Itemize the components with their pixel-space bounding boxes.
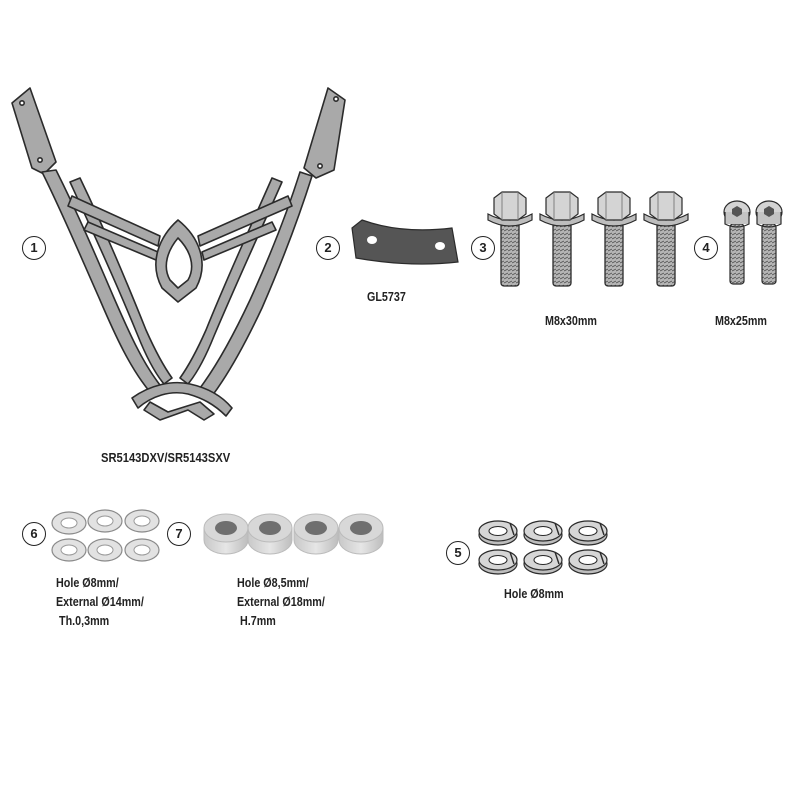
main-frame-illustration — [11, 87, 346, 421]
hex-screws-illustration — [487, 191, 689, 287]
callout-5: 5 — [446, 541, 470, 565]
flat-washer — [124, 509, 160, 533]
flat-washers-illustration — [51, 509, 160, 562]
label-spacers-line-1: Hole Ø8,5mm/ — [237, 576, 309, 590]
spacer — [293, 513, 339, 555]
callout-7: 7 — [167, 522, 191, 546]
flat-washer — [87, 509, 123, 533]
spacers-illustration — [203, 513, 384, 555]
hex-screw — [487, 191, 533, 287]
hex-screw — [643, 191, 689, 287]
lock-washer — [523, 520, 563, 546]
allen-screw — [723, 200, 751, 285]
hex-screw — [539, 191, 585, 287]
flat-washer — [124, 538, 160, 562]
label-flat-washers-line-1: Hole Ø8mm/ — [56, 576, 119, 590]
spacer — [203, 513, 249, 555]
label-spacers-line-2: External Ø18mm/ — [237, 595, 325, 609]
label-flat-washers-line-2: External Ø14mm/ — [56, 595, 144, 609]
label-lock-washers: Hole Ø8mm — [504, 587, 564, 601]
label-main-frame: SR5143DXV/SR5143SXV — [101, 450, 231, 465]
plate-illustration — [351, 219, 459, 265]
callout-3: 3 — [471, 236, 495, 260]
label-flat-washers-line-3: Th.0,3mm — [59, 614, 110, 628]
flat-washer — [51, 538, 87, 562]
callout-1: 1 — [22, 236, 46, 260]
lock-washer — [478, 520, 518, 546]
lock-washer — [568, 520, 608, 546]
callout-6: 6 — [22, 522, 46, 546]
allen-screw — [755, 200, 783, 285]
label-plate: GL5737 — [367, 290, 406, 304]
lock-washer — [478, 549, 518, 575]
allen-screws-illustration — [723, 200, 783, 285]
hex-screw — [591, 191, 637, 287]
lock-washer — [568, 549, 608, 575]
lock-washer — [523, 549, 563, 575]
label-spacers-line-3: H.7mm — [240, 614, 276, 628]
label-allen-screws: M8x25mm — [715, 314, 767, 328]
callout-4: 4 — [694, 236, 718, 260]
label-hex-screws: M8x30mm — [545, 314, 597, 328]
flat-washer — [87, 538, 123, 562]
lock-washers-illustration — [478, 520, 608, 575]
spacer — [338, 513, 384, 555]
spacer — [247, 513, 293, 555]
flat-washer — [51, 511, 87, 535]
callout-2: 2 — [316, 236, 340, 260]
